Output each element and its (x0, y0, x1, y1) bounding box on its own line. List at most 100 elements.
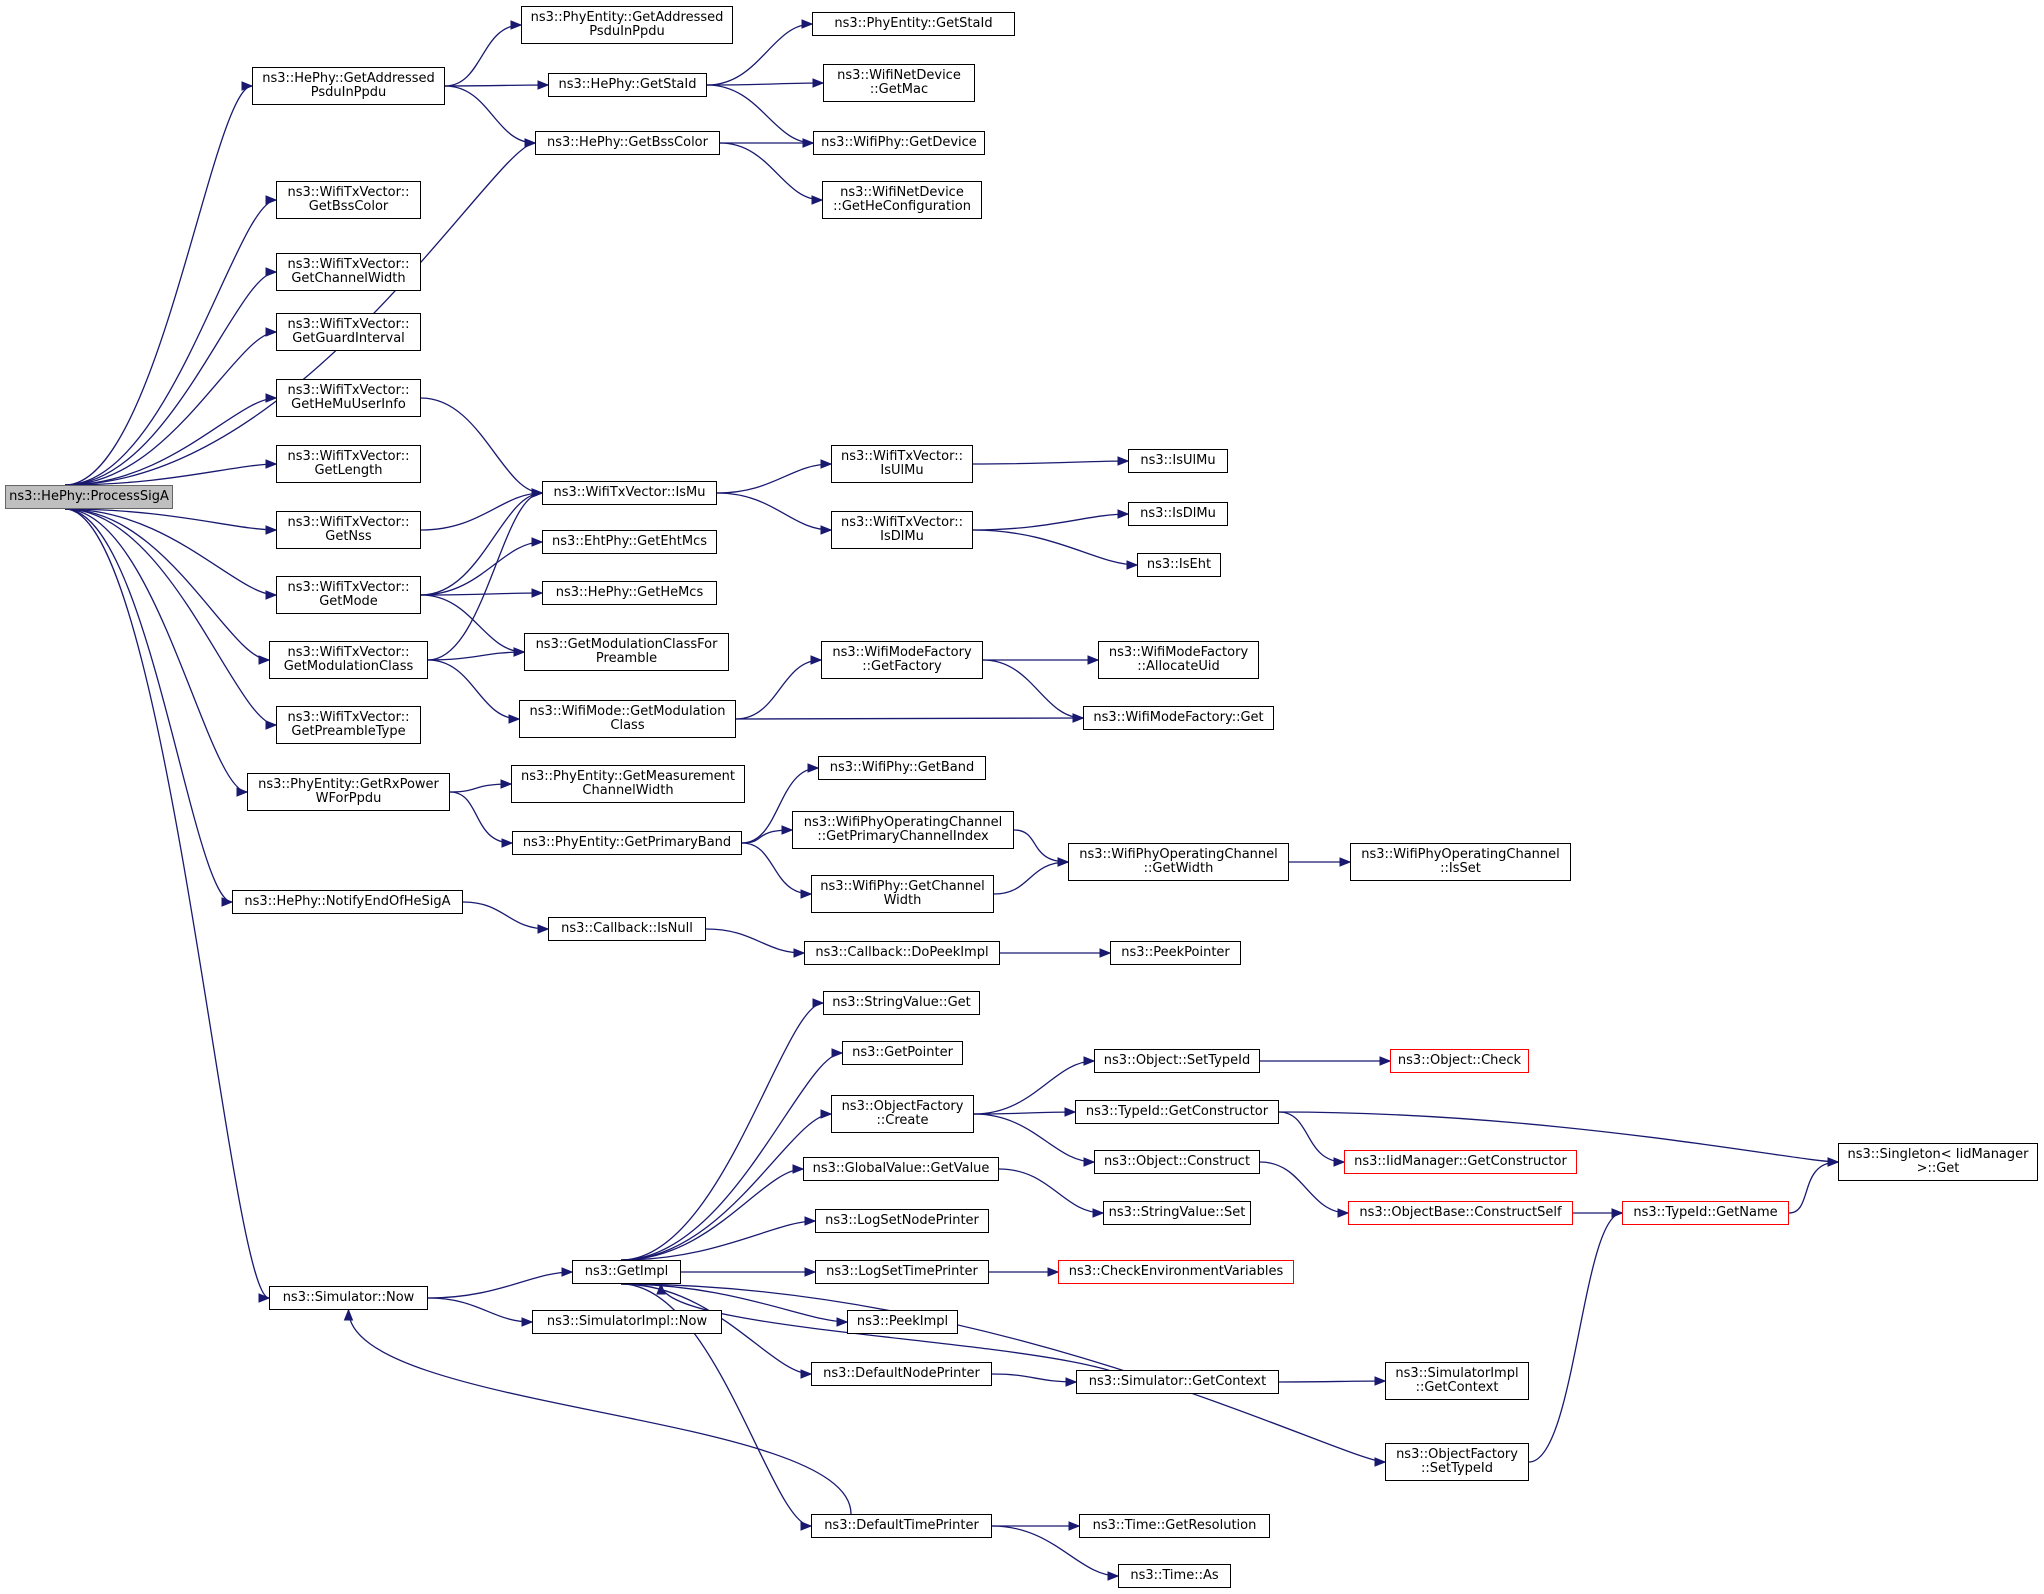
node-label: ns3::LogSetTimePrinter (826, 1264, 978, 1279)
node-hp-getaddr[interactable]: ns3::HePhy::GetAddressed PsduInPpdu (252, 67, 445, 105)
node-isulmu[interactable]: ns3::IsUlMu (1128, 449, 1228, 473)
node-pe-getaddr[interactable]: ns3::PhyEntity::GetAddressed PsduInPpdu (521, 6, 733, 44)
node-tx-getmodclass[interactable]: ns3::WifiTxVector:: GetModulationClass (269, 641, 428, 679)
node-woc-isset[interactable]: ns3::WifiPhyOperatingChannel ::IsSet (1350, 843, 1571, 881)
node-wmf-get[interactable]: ns3::WifiModeFactory::Get (1083, 706, 1274, 730)
edge-cb-isnull-to-cb-dopeek (705, 928, 805, 954)
node-root[interactable]: ns3::HePhy::ProcessSigA (5, 485, 173, 509)
node-label: ns3::ObjectFactory ::Create (841, 1099, 964, 1128)
node-tx-getgi[interactable]: ns3::WifiTxVector:: GetGuardInterval (276, 313, 421, 351)
node-wp-getdevice[interactable]: ns3::WifiPhy::GetDevice (813, 131, 985, 155)
edge-sim-now-to-getimpl (427, 1271, 573, 1299)
node-label: ns3::LogSetNodePrinter (825, 1213, 979, 1228)
node-label: ns3::PhyEntity::GetPrimaryBand (522, 835, 732, 850)
node-label: ns3::WifiNetDevice ::GetMac (837, 68, 961, 97)
edge-root-to-tx-getnss (64, 508, 277, 531)
node-getmodclassfor[interactable]: ns3::GetModulationClassFor Preamble (524, 633, 729, 671)
node-pe-getmeas[interactable]: ns3::PhyEntity::GetMeasurement ChannelWi… (511, 765, 745, 803)
node-eht-getmcs[interactable]: ns3::EhtPhy::GetEhtMcs (542, 530, 717, 554)
node-tx-getbsscolor[interactable]: ns3::WifiTxVector:: GetBssColor (276, 181, 421, 219)
node-sim-now[interactable]: ns3::Simulator::Now (269, 1286, 428, 1310)
edge-hp-notify-to-cb-isnull (462, 901, 549, 930)
node-label: ns3::HePhy::ProcessSigA (9, 489, 169, 504)
node-label: ns3::GetImpl (584, 1264, 669, 1279)
node-sv-set[interactable]: ns3::StringValue::Set (1103, 1201, 1251, 1225)
node-hp-getbsscolor[interactable]: ns3::HePhy::GetBssColor (535, 131, 720, 155)
node-time-as[interactable]: ns3::Time::As (1118, 1564, 1231, 1588)
arrowhead (804, 1267, 817, 1277)
node-label: ns3::WifiTxVector:: IsDlMu (840, 515, 963, 544)
node-of-create[interactable]: ns3::ObjectFactory ::Create (831, 1095, 974, 1133)
node-ob-constructself[interactable]: ns3::ObjectBase::ConstructSelf (1348, 1201, 1573, 1225)
edge-getimpl-to-gv-getvalue (621, 1168, 804, 1261)
node-iid-getctor[interactable]: ns3::IidManager::GetConstructor (1344, 1150, 1577, 1174)
arrowhead (1374, 1457, 1387, 1467)
node-label: ns3::Object::SetTypeId (1103, 1053, 1251, 1068)
node-simimpl-now[interactable]: ns3::SimulatorImpl::Now (532, 1310, 722, 1334)
node-time-getres[interactable]: ns3::Time::GetResolution (1079, 1514, 1270, 1538)
node-pe-getrxpower[interactable]: ns3::PhyEntity::GetRxPower WForPpdu (247, 773, 450, 811)
arrowhead (656, 1282, 666, 1295)
node-obj-construct[interactable]: ns3::Object::Construct (1094, 1150, 1260, 1174)
node-hp-getstaid[interactable]: ns3::HePhy::GetStaId (548, 73, 707, 97)
node-tx-getmode[interactable]: ns3::WifiTxVector:: GetMode (276, 576, 421, 614)
node-wnd-getmac[interactable]: ns3::WifiNetDevice ::GetMac (823, 64, 975, 102)
node-pe-getprimary[interactable]: ns3::PhyEntity::GetPrimaryBand (512, 831, 742, 855)
node-pe-getstaid[interactable]: ns3::PhyEntity::GetStaId (812, 12, 1015, 36)
edge-pe-getprimary-to-wp-getband (741, 767, 819, 844)
node-woc-getwidth[interactable]: ns3::WifiPhyOperatingChannel ::GetWidth (1068, 843, 1289, 881)
node-label: ns3::WifiTxVector:: GetModulationClass (283, 645, 414, 674)
node-getpointer[interactable]: ns3::GetPointer (842, 1041, 963, 1065)
node-label: ns3::Time::As (1130, 1568, 1219, 1583)
node-tx-gethemu[interactable]: ns3::WifiTxVector:: GetHeMuUserInfo (276, 379, 421, 417)
node-deftime[interactable]: ns3::DefaultTimePrinter (811, 1514, 992, 1538)
node-obj-settype[interactable]: ns3::Object::SetTypeId (1094, 1049, 1260, 1073)
node-peekpointer[interactable]: ns3::PeekPointer (1110, 941, 1241, 965)
node-gv-getvalue[interactable]: ns3::GlobalValue::GetValue (803, 1157, 999, 1181)
node-sv-get[interactable]: ns3::StringValue::Get (823, 991, 980, 1015)
node-defnode[interactable]: ns3::DefaultNodePrinter (811, 1362, 992, 1386)
node-tx-getchw[interactable]: ns3::WifiTxVector:: GetChannelWidth (276, 253, 421, 291)
node-wp-getchw[interactable]: ns3::WifiPhy::GetChannel Width (811, 875, 994, 913)
node-label: ns3::HePhy::GetAddressed PsduInPpdu (262, 71, 435, 100)
node-obj-check[interactable]: ns3::Object::Check (1390, 1049, 1529, 1073)
node-label: ns3::GetModulationClassFor Preamble (535, 637, 718, 666)
node-wmf-alloc[interactable]: ns3::WifiModeFactory ::AllocateUid (1098, 641, 1259, 679)
node-tx-isdlmu[interactable]: ns3::WifiTxVector:: IsDlMu (831, 511, 973, 549)
node-label: ns3::DefaultNodePrinter (823, 1366, 980, 1381)
node-wp-getband[interactable]: ns3::WifiPhy::GetBand (818, 756, 986, 780)
node-tid-getctor[interactable]: ns3::TypeId::GetConstructor (1075, 1100, 1279, 1124)
node-cb-dopeek[interactable]: ns3::Callback::DoPeekImpl (804, 941, 1000, 965)
node-he-getmcs[interactable]: ns3::HePhy::GetHeMcs (542, 581, 717, 605)
node-hp-notify[interactable]: ns3::HePhy::NotifyEndOfHeSigA (232, 890, 463, 914)
node-wm-getmodclass[interactable]: ns3::WifiMode::GetModulation Class (519, 700, 736, 738)
node-wnd-gethe[interactable]: ns3::WifiNetDevice ::GetHeConfiguration (822, 181, 982, 219)
node-iseht[interactable]: ns3::IsEht (1137, 553, 1221, 577)
node-checkenv[interactable]: ns3::CheckEnvironmentVariables (1058, 1260, 1294, 1284)
node-tx-ismu[interactable]: ns3::WifiTxVector::IsMu (542, 481, 717, 505)
node-isdlmu[interactable]: ns3::IsDlMu (1128, 502, 1228, 526)
node-tx-getlength[interactable]: ns3::WifiTxVector:: GetLength (276, 445, 421, 483)
node-peekimpl[interactable]: ns3::PeekImpl (847, 1310, 958, 1334)
node-label: ns3::WifiModeFactory::Get (1093, 710, 1264, 725)
node-tx-getnss[interactable]: ns3::WifiTxVector:: GetNss (276, 511, 421, 549)
node-label: ns3::WifiModeFactory ::GetFactory (832, 645, 972, 674)
arrowhead (265, 327, 278, 337)
node-tx-getpreamble[interactable]: ns3::WifiTxVector:: GetPreambleType (276, 706, 421, 744)
node-tid-getname[interactable]: ns3::TypeId::GetName (1622, 1201, 1789, 1225)
node-singleton[interactable]: ns3::Singleton< IidManager >::Get (1838, 1143, 2038, 1181)
node-lognode[interactable]: ns3::LogSetNodePrinter (815, 1209, 989, 1233)
node-woc-getprimidx[interactable]: ns3::WifiPhyOperatingChannel ::GetPrimar… (792, 811, 1014, 849)
arrowhead (801, 19, 814, 29)
node-wmf-getfactory[interactable]: ns3::WifiModeFactory ::GetFactory (821, 641, 983, 679)
node-label: ns3::SimulatorImpl::Now (546, 1314, 708, 1329)
node-tx-isulmu[interactable]: ns3::WifiTxVector:: IsUlMu (831, 445, 973, 483)
node-logtime[interactable]: ns3::LogSetTimePrinter (815, 1260, 989, 1284)
node-simimpl-getcontext[interactable]: ns3::SimulatorImpl ::GetContext (1385, 1362, 1529, 1400)
edge-hp-getstaid-to-wnd-getmac (706, 82, 824, 86)
node-of-settype[interactable]: ns3::ObjectFactory ::SetTypeId (1385, 1443, 1529, 1481)
edge-root-to-tx-getbsscolor (64, 199, 277, 486)
node-cb-isnull[interactable]: ns3::Callback::IsNull (548, 917, 706, 941)
node-getimpl[interactable]: ns3::GetImpl (572, 1260, 681, 1284)
node-sim-getcontext[interactable]: ns3::Simulator::GetContext (1076, 1370, 1279, 1394)
